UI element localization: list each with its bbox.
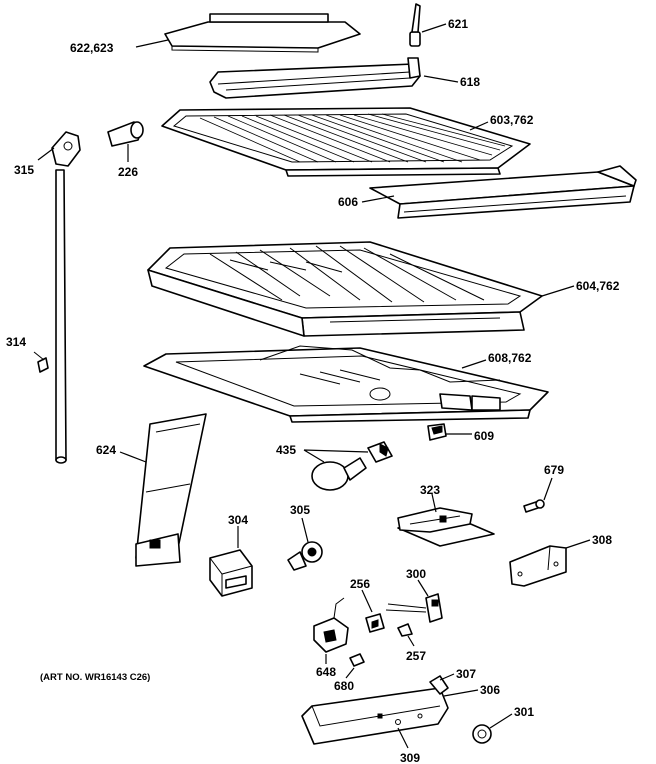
part-switch-256 (365, 613, 385, 633)
label-314: 314 (6, 335, 26, 349)
art-number: (ART NO. WR16143 C26) (40, 672, 150, 683)
part-screw-257 (397, 623, 413, 637)
label-301: 301 (514, 705, 534, 719)
label-309: 309 (400, 751, 420, 764)
leader-257 (407, 635, 415, 647)
leader-306 (443, 689, 479, 697)
leader-606 (361, 195, 395, 203)
part-relay-648 (313, 597, 349, 653)
label-609: 609 (474, 429, 494, 443)
part-box-304 (209, 549, 253, 597)
part-pan-608 (143, 345, 549, 423)
label-679: 679 (544, 463, 564, 477)
label-603: 603,762 (490, 113, 534, 127)
label-608: 608,762 (488, 351, 532, 365)
part-screw-679 (523, 499, 545, 513)
label-306: 306 (480, 683, 500, 697)
leader-300 (417, 579, 429, 597)
leader-256 (361, 589, 373, 613)
part-screw-680 (349, 653, 365, 667)
part-bracket-618 (209, 57, 421, 99)
leader-621 (421, 23, 447, 33)
leader-622 (135, 39, 169, 48)
label-300: 300 (406, 567, 426, 581)
label-315: 315 (14, 163, 34, 177)
leader-323 (431, 493, 437, 513)
part-rod-315 (51, 131, 81, 464)
part-panel-624 (135, 413, 207, 567)
leader-308 (565, 539, 591, 549)
label-304: 304 (228, 513, 248, 527)
part-switch-300 (385, 593, 443, 623)
leader-604 (541, 285, 575, 297)
part-bracket-306 (301, 675, 449, 745)
label-618: 618 (460, 75, 480, 89)
label-257: 257 (406, 649, 426, 663)
part-grommet-301 (472, 724, 492, 744)
label-648: 648 (316, 665, 336, 679)
leader-608 (461, 359, 487, 369)
label-606: 606 (338, 195, 358, 209)
label-305: 305 (290, 503, 310, 517)
leader-309 (397, 727, 409, 749)
label-307: 307 (456, 667, 476, 681)
part-thermostat-305 (287, 541, 323, 571)
part-shelf-603 (161, 107, 531, 177)
leader-680 (345, 667, 355, 679)
label-680: 680 (334, 679, 354, 693)
part-cam-226 (107, 121, 144, 147)
leader-435 (303, 449, 369, 463)
label-622: 622,623 (70, 41, 114, 55)
label-624: 624 (96, 443, 116, 457)
leader-301 (489, 713, 513, 729)
part-clip-314 (33, 351, 49, 373)
label-308: 308 (592, 533, 612, 547)
label-256: 256 (350, 577, 370, 591)
leader-603 (469, 121, 489, 131)
label-226: 226 (118, 165, 138, 179)
part-bracket-323 (397, 507, 495, 547)
leader-679 (543, 477, 553, 501)
leader-307 (439, 673, 455, 681)
label-323: 323 (420, 483, 440, 497)
part-bulb-435 (311, 441, 393, 491)
part-bracket-308 (509, 545, 567, 587)
part-cover-606 (369, 165, 637, 219)
label-621: 621 (448, 17, 468, 31)
part-frame-604 (147, 241, 543, 337)
part-knob-609 (427, 423, 447, 441)
part-socket-621 (409, 3, 421, 47)
leader-618 (423, 75, 459, 83)
part-cover-622 (164, 13, 361, 53)
label-435: 435 (276, 443, 296, 457)
leader-315 (37, 147, 55, 161)
leader-305 (301, 517, 309, 543)
label-604: 604,762 (576, 279, 620, 293)
leader-624 (119, 451, 147, 463)
